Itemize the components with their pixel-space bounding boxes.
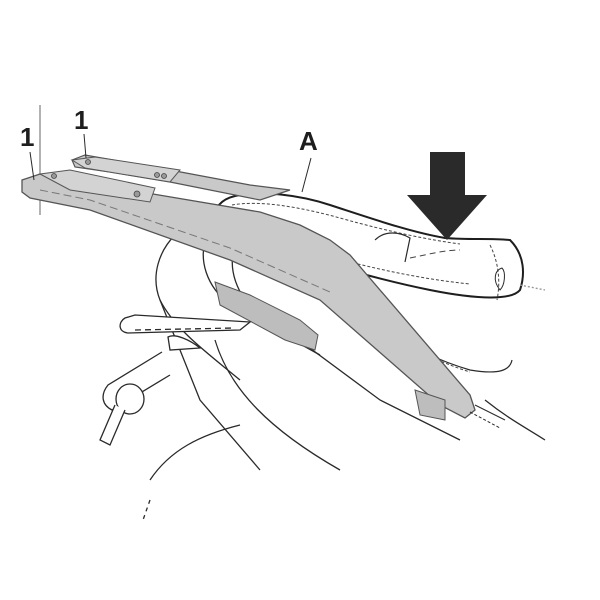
passenger-seat: [213, 192, 546, 373]
callout-label-a: A: [299, 126, 318, 156]
rack-frame: [21, 154, 506, 429]
footpeg-end-cap: [115, 383, 145, 415]
callout-label-1-right: 1: [74, 105, 89, 135]
leader-line-1-right: [83, 133, 87, 159]
leader-line-a: [301, 157, 312, 193]
callout-label-1-left: 1: [20, 122, 35, 152]
passenger-footpeg: [99, 314, 252, 446]
down-arrow-icon: [407, 152, 487, 240]
leader-line-1-left: [29, 151, 35, 181]
